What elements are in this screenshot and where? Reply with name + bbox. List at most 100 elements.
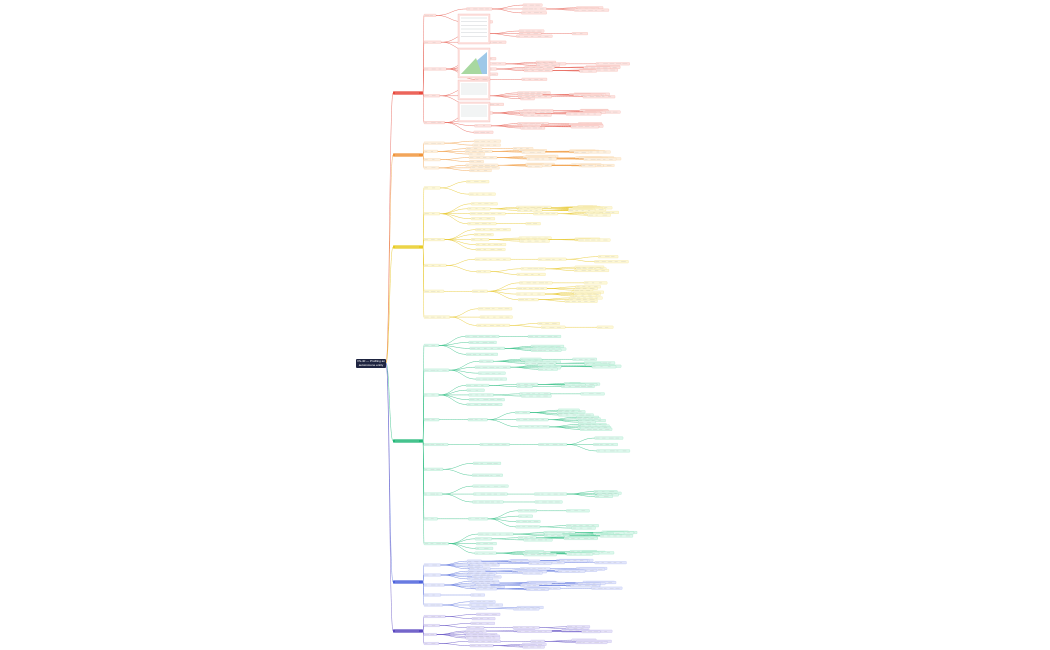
branch-orange-sub-link bbox=[438, 165, 466, 169]
branch-green-sub-link bbox=[504, 348, 532, 351]
branch-green-sub-link bbox=[537, 384, 565, 386]
branch-red-sub-link bbox=[489, 30, 520, 34]
branch-blue-sub-node bbox=[591, 586, 623, 590]
branch-indigo-sub-link bbox=[439, 623, 471, 626]
branch-yellow-sub-link bbox=[487, 291, 519, 300]
branch-yellow-sub-link bbox=[446, 258, 476, 266]
branch-yellow-sub-link bbox=[546, 288, 574, 291]
branch-indigo-link bbox=[385, 362, 394, 632]
branch-yellow-child-link bbox=[422, 246, 425, 318]
branch-blue-sub-link bbox=[440, 562, 468, 566]
branch-green-sub-link bbox=[566, 437, 595, 445]
branch-green-sub-node bbox=[592, 365, 617, 369]
branch-yellow-sub-link bbox=[489, 239, 520, 242]
branch-blue-sub-link bbox=[440, 572, 469, 576]
branch-red-sub-link bbox=[492, 112, 524, 116]
branch-orange-sub-link bbox=[497, 157, 527, 160]
branch-green-sub-link bbox=[548, 419, 579, 423]
branch-green-sub-node bbox=[465, 352, 498, 356]
branch-yellow-sub-link bbox=[490, 268, 521, 272]
branch-orange-sub-link bbox=[444, 140, 475, 144]
branch-yellow-sub-link bbox=[546, 286, 576, 289]
branch-yellow-sub-node bbox=[475, 243, 507, 246]
branch-green-sub-link bbox=[448, 369, 476, 380]
branch-orange-sub-node bbox=[581, 164, 596, 168]
branch-green-sub-node bbox=[478, 371, 506, 375]
branch-red-sub-link bbox=[492, 4, 523, 10]
branch-yellow-sub-link bbox=[490, 208, 518, 211]
branch-blue-sub-link bbox=[442, 604, 471, 609]
branch-red-sub-link bbox=[489, 33, 517, 37]
branch-red-sub-link bbox=[491, 125, 521, 129]
branch-orange-sub-node bbox=[469, 169, 492, 172]
branch-green-sub-node bbox=[563, 537, 598, 540]
branch-yellow-sub-link bbox=[440, 187, 469, 195]
branch-red-sub-node bbox=[516, 34, 553, 38]
branch-orange-sub-link bbox=[438, 167, 470, 171]
root-title-line1: VS-40 — Profiling an bbox=[356, 359, 385, 363]
branch-yellow-sub-node bbox=[475, 228, 511, 232]
branch-green-sub-link bbox=[448, 361, 480, 371]
branch-blue-sub-link bbox=[444, 582, 475, 586]
branch-green-sub-node bbox=[572, 357, 597, 361]
branch-indigo-sub-link bbox=[493, 645, 523, 648]
branch-green-sub-link bbox=[491, 538, 524, 541]
branch-blue-sub-link bbox=[481, 560, 512, 562]
branch-red-child-link bbox=[422, 92, 425, 123]
branch-yellow-sub-link bbox=[440, 181, 467, 189]
branch-orange-sub-link bbox=[437, 148, 467, 152]
branch-yellow-sub-link bbox=[545, 293, 574, 297]
branch-green-sub-link bbox=[442, 493, 473, 503]
branch-green-sub-link bbox=[549, 426, 581, 430]
branch-green-sub-link bbox=[448, 543, 475, 554]
branch-yellow-sub-link bbox=[509, 325, 542, 328]
branch-green-sub-link bbox=[442, 469, 473, 476]
embedded-figure-area bbox=[461, 58, 482, 74]
branch-green-sub-link bbox=[529, 412, 559, 416]
branch-green-sub-link bbox=[536, 537, 565, 539]
branch-red-sub-link bbox=[436, 8, 467, 16]
branch-yellow-sub-link bbox=[439, 208, 468, 214]
branch-indigo-sub-link bbox=[445, 614, 477, 617]
branch-yellow-sub-link bbox=[490, 271, 517, 275]
branch-blue-sub-link bbox=[490, 584, 521, 586]
branch-indigo-sub-link bbox=[439, 625, 467, 628]
branch-green-sub-node bbox=[527, 335, 562, 338]
branch-green-sub-link bbox=[438, 345, 467, 355]
branch-yellow-sub-node bbox=[564, 299, 598, 303]
branch-green-sub-link bbox=[566, 493, 595, 497]
branch-indigo-sub-link bbox=[436, 634, 466, 639]
branch-indigo-sub-link bbox=[544, 641, 576, 643]
branch-yellow-sub-link bbox=[545, 268, 575, 271]
branch-green-sub-link bbox=[442, 463, 474, 470]
branch-orange-sub-link bbox=[440, 159, 470, 162]
branch-green-sub-node bbox=[566, 509, 590, 513]
branch-blue-sub-node bbox=[528, 562, 552, 565]
branch-yellow-sub-node bbox=[587, 213, 611, 217]
branch-indigo-sub-node bbox=[471, 617, 496, 621]
branch-yellow-sub-node bbox=[470, 217, 495, 221]
branch-blue-sub-link bbox=[440, 564, 470, 570]
branch-yellow-sub-link bbox=[566, 256, 599, 260]
branch-green-sub-link bbox=[438, 385, 467, 396]
branch-yellow-sub-link bbox=[449, 308, 479, 318]
branch-green-child-link bbox=[422, 440, 425, 544]
branch-yellow-sub-link bbox=[439, 213, 468, 224]
branch-green-sub-link bbox=[442, 485, 473, 495]
branch-green-sub-link bbox=[539, 526, 572, 529]
branch-red-link bbox=[385, 92, 394, 364]
branch-green-sub-link bbox=[487, 419, 519, 428]
branch-green-sub-node bbox=[538, 367, 558, 371]
branch-red-sub-link bbox=[492, 8, 522, 14]
branch-yellow-sub-node bbox=[479, 315, 513, 319]
branch-yellow-sub-link bbox=[444, 239, 476, 250]
branch-yellow-sub-node bbox=[583, 281, 608, 285]
branch-red-sub-link bbox=[542, 94, 574, 96]
branch-red-sub-link bbox=[444, 122, 474, 133]
branch-indigo-sub-link bbox=[438, 641, 469, 644]
root-node[interactable]: VS-40 — Profiling an autoimmune entity bbox=[356, 359, 386, 368]
branch-red-sub-link bbox=[496, 67, 525, 70]
branch-blue-sub-link bbox=[440, 574, 468, 580]
branch-yellow-sub-link bbox=[446, 265, 477, 272]
